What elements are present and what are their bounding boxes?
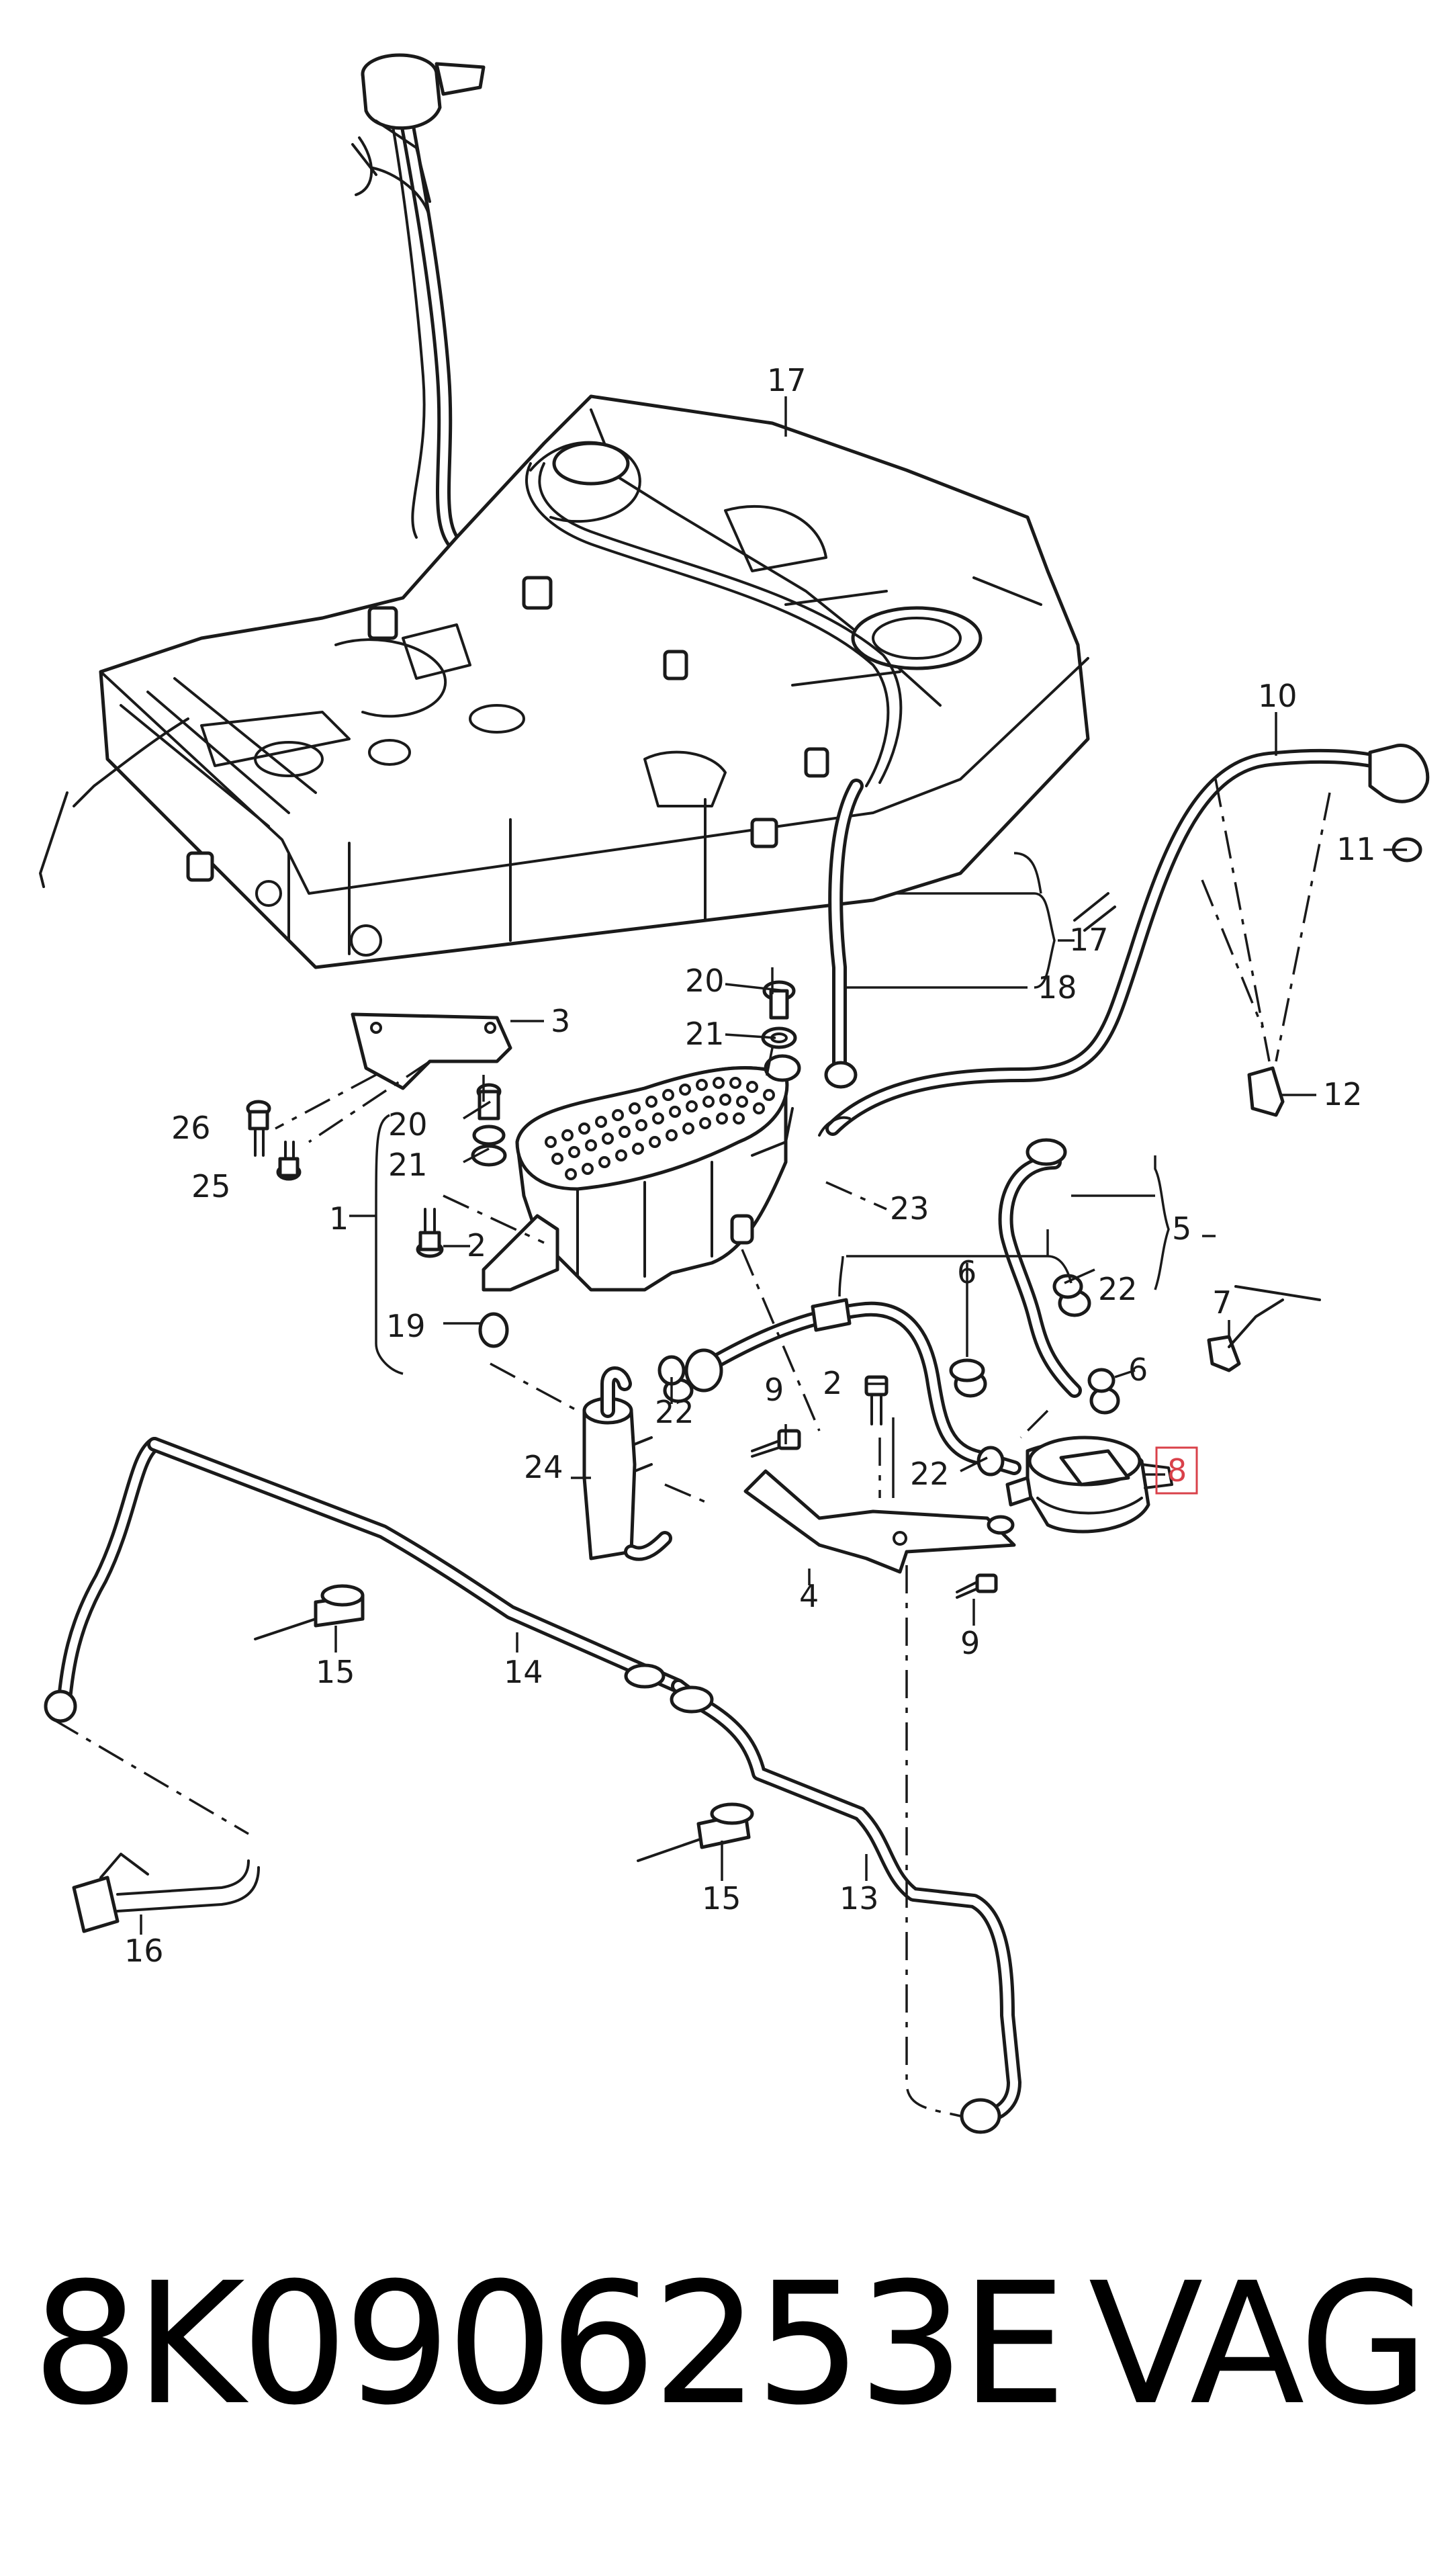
callout-1: 1	[329, 1200, 349, 1237]
brand-label: VAG	[1088, 2246, 1429, 2442]
bracket-4	[743, 1469, 1016, 1574]
callout-12: 12	[1323, 1076, 1363, 1112]
pipe-24	[582, 1366, 672, 1561]
callout-6-mid: 6	[957, 1254, 976, 1290]
callout-3: 3	[551, 1003, 570, 1039]
callout-22-mid: 22	[655, 1394, 694, 1430]
callout-4: 4	[799, 1578, 819, 1614]
carbon-canister	[515, 1054, 801, 1292]
callout-17-right: 17	[1069, 922, 1109, 958]
callout-10: 10	[1258, 678, 1298, 714]
leader-lines	[140, 396, 1407, 1935]
callout-22-lower: 22	[910, 1456, 950, 1492]
callout-8: 8	[1167, 1452, 1187, 1489]
clip-7	[1207, 1285, 1321, 1372]
callout-7: 7	[1212, 1284, 1232, 1321]
hose-23	[663, 1298, 1021, 1475]
callout-labels: 17 10 11 17 20 18 3 21 12 26 20 21 25 23…	[124, 362, 1376, 1969]
callout-17-top: 17	[767, 362, 807, 398]
callout-19: 19	[386, 1308, 426, 1344]
callout-20-mid: 20	[388, 1106, 428, 1143]
callout-18: 18	[1038, 969, 1077, 1006]
callout-20-top: 20	[685, 963, 725, 999]
filler-neck	[351, 53, 486, 558]
vent-line	[818, 744, 1430, 1137]
callout-21-top: 21	[685, 1016, 725, 1052]
fuel-tank	[39, 394, 1116, 1089]
callout-8-highlight-box	[1155, 1446, 1198, 1495]
callout-15-right: 15	[702, 1880, 741, 1917]
callout-9-bottom: 9	[960, 1625, 980, 1661]
fuel-lines	[44, 1437, 1021, 2134]
callout-22-right: 22	[1098, 1271, 1138, 1307]
callout-9-top: 9	[764, 1372, 784, 1408]
callout-26: 26	[171, 1110, 211, 1146]
callout-25: 25	[191, 1168, 231, 1204]
hose-5	[998, 1138, 1120, 1415]
callout-24: 24	[524, 1449, 563, 1485]
callout-6-right: 6	[1128, 1352, 1148, 1388]
callout-16: 16	[124, 1933, 164, 1969]
callout-5: 5	[1172, 1210, 1191, 1247]
part-8-diagnosis-pump	[987, 1436, 1173, 1535]
callout-2-mid: 2	[823, 1365, 842, 1401]
bracket-3	[351, 1012, 512, 1090]
part-number-label: 8K0906253E	[32, 2246, 1066, 2442]
callout-21-mid: 21	[388, 1147, 428, 1183]
callout-15-left: 15	[316, 1654, 355, 1690]
clips-15	[254, 1584, 754, 1862]
callout-11: 11	[1336, 831, 1376, 867]
washers-bolts-upper	[246, 980, 797, 1348]
harness-16	[72, 1853, 260, 1933]
callout-2-left: 2	[467, 1227, 486, 1264]
clamps	[657, 1274, 1116, 1477]
callout-13: 13	[839, 1880, 879, 1917]
callout-14: 14	[504, 1654, 543, 1690]
callout-23: 23	[890, 1190, 929, 1227]
dashed-reference-lines	[53, 779, 1331, 2117]
bolts-lower	[751, 1375, 998, 1599]
